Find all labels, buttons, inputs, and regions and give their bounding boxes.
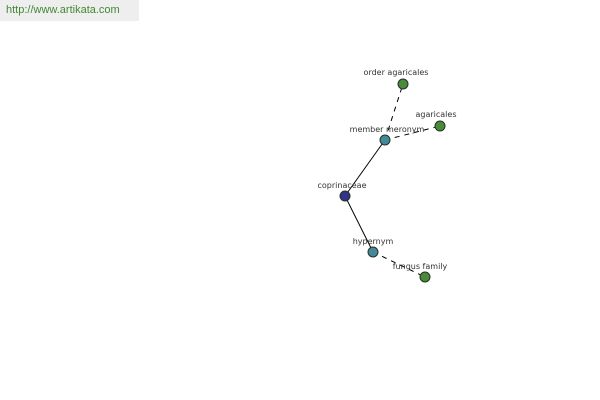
- node-label-fungus-family: fungus family: [393, 262, 448, 271]
- node-label-coprinaceae: coprinaceae: [318, 181, 367, 190]
- edge-coprinaceae-to-member-meronym: [344, 139, 386, 197]
- node-member-meronym[interactable]: [379, 134, 391, 146]
- node-label-hypernym: hypernym: [353, 237, 394, 246]
- node-label-order-agaricales: order agaricales: [364, 68, 429, 77]
- graph-nodes: [339, 78, 446, 283]
- node-label-agaricales: agaricales: [415, 110, 456, 119]
- node-fungus-family[interactable]: [419, 271, 431, 283]
- node-agaricales[interactable]: [434, 120, 446, 132]
- node-order-agaricales[interactable]: [397, 78, 409, 90]
- node-coprinaceae[interactable]: [339, 190, 351, 202]
- edge-coprinaceae-to-hypernym: [344, 195, 374, 253]
- graph-edges: [344, 83, 441, 278]
- node-label-member-meronym: member meronym: [350, 125, 425, 134]
- source-url-banner[interactable]: http://www.artikata.com: [0, 0, 139, 21]
- graph-labels: coprinaceae member meronym hypernym order a…: [318, 68, 457, 271]
- node-hypernym[interactable]: [367, 246, 379, 258]
